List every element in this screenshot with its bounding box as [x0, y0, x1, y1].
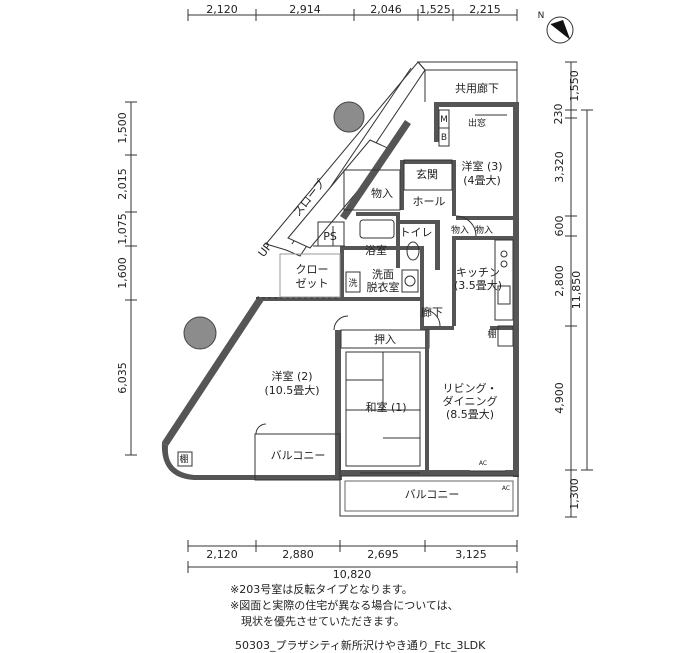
label-shelf: 棚 [179, 453, 188, 465]
label-pipe-space: PS [323, 230, 337, 243]
label-ac: AC [479, 460, 487, 467]
right-dimensions: 1,550 230 3,320 600 2,800 4,900 1,300 11… [552, 70, 583, 510]
notes: ※203号室は反転タイプとなります。 ※図面と実際の住宅が異なる場合については、… [230, 582, 660, 630]
dim-right: 2,800 [553, 265, 566, 297]
note-line: 現状を優先させていただきます。 [230, 615, 405, 628]
dim-top: 2,914 [289, 3, 321, 16]
label-storage: 物入 [371, 186, 393, 200]
label-living-dining: リビング・ [443, 381, 498, 395]
label-washroom: 脱衣室 [367, 280, 400, 294]
label-kitchen: キッチン [456, 266, 500, 279]
dim-right: 230 [552, 104, 565, 125]
label-balcony: バルコニー [271, 449, 326, 462]
tree-icon [183, 316, 217, 350]
label-western-room-2-size: (10.5畳大) [264, 383, 319, 397]
label-up: UP [256, 240, 276, 260]
label-western-room-3-size: (4畳大) [463, 173, 501, 187]
dim-right: 600 [553, 216, 566, 237]
label-closet: ゼット [296, 277, 329, 290]
plan-caption: 50303_プラザシティ新所沢けやき通り_Ftc_3LDK [235, 639, 486, 652]
tree-icon [333, 101, 365, 133]
label-bay-window: 出窓 [468, 117, 486, 129]
label-meter-box: B [441, 133, 447, 143]
label-washer: 洗 [348, 277, 357, 289]
dim-bottom-total: 10,820 [333, 568, 372, 581]
label-toilet: トイレ [400, 226, 433, 239]
label-closet: クロー [296, 263, 329, 276]
dimension-lines [125, 9, 593, 573]
label-western-room-3: 洋室 (3) [461, 159, 502, 173]
dim-left: 1,500 [116, 112, 129, 144]
label-washroom: 洗面 [372, 268, 394, 281]
label-japanese-room: 和室 (1) [365, 400, 406, 414]
bottom-dimensions: 2,120 2,880 2,695 3,125 10,820 [206, 548, 487, 581]
label-living-dining: ダイニング [443, 394, 498, 408]
dim-right: 3,320 [553, 151, 566, 183]
building-walls [161, 102, 519, 517]
label-corridor: 共用廊下 [455, 81, 499, 95]
dim-bottom: 2,120 [206, 548, 238, 561]
dim-top: 2,215 [469, 3, 501, 16]
dim-right: 1,300 [568, 478, 581, 510]
north-arrow-icon: N [538, 11, 574, 44]
label-shelf: 棚 [487, 328, 496, 340]
top-dimensions: 2,120 2,914 2,046 1,525 2,215 [206, 3, 501, 16]
dim-left: 1,600 [116, 257, 129, 289]
dim-bottom: 3,125 [455, 548, 487, 561]
svg-text:N: N [538, 11, 545, 21]
dim-top: 1,525 [419, 3, 451, 16]
dim-right-total: 11,850 [570, 271, 583, 310]
label-ac: AC [502, 485, 510, 492]
note-line: ※203号室は反転タイプとなります。 [230, 583, 413, 596]
label-entrance: 玄関 [416, 167, 438, 181]
dim-left: 6,035 [116, 362, 129, 394]
dim-left: 2,015 [116, 168, 129, 200]
label-closet-oshiire: 押入 [374, 332, 396, 346]
label-storage: 物入 [475, 224, 493, 236]
label-bathroom: 浴室 [365, 243, 387, 257]
label-hall: ホール [413, 195, 446, 208]
label-balcony: バルコニー [405, 488, 460, 501]
dim-top: 2,120 [206, 3, 238, 16]
label-living-dining-size: (8.5畳大) [446, 407, 494, 421]
dim-right: 4,900 [553, 382, 566, 414]
label-western-room-2: 洋室 (2) [271, 369, 312, 383]
dim-right: 1,550 [568, 70, 581, 102]
left-dimensions: 1,500 2,015 1,075 1,600 6,035 [116, 112, 129, 394]
note-line: ※図面と実際の住宅が異なる場合については、 [230, 599, 459, 612]
label-kitchen-size: (3.5畳大) [454, 278, 502, 292]
dim-bottom: 2,695 [367, 548, 399, 561]
dim-top: 2,046 [370, 3, 402, 16]
room-labels: 共用廊下 M B 出窓 洋室 (3) (4畳大) 玄関 物入 ホール スロープ … [179, 81, 510, 501]
label-hallway: 廊下 [421, 305, 443, 319]
corridor-and-slope [265, 61, 518, 257]
label-meter-box: M [440, 115, 448, 125]
dim-left: 1,075 [116, 213, 129, 245]
dim-bottom: 2,880 [282, 548, 314, 561]
label-storage: 物入 [451, 224, 469, 236]
